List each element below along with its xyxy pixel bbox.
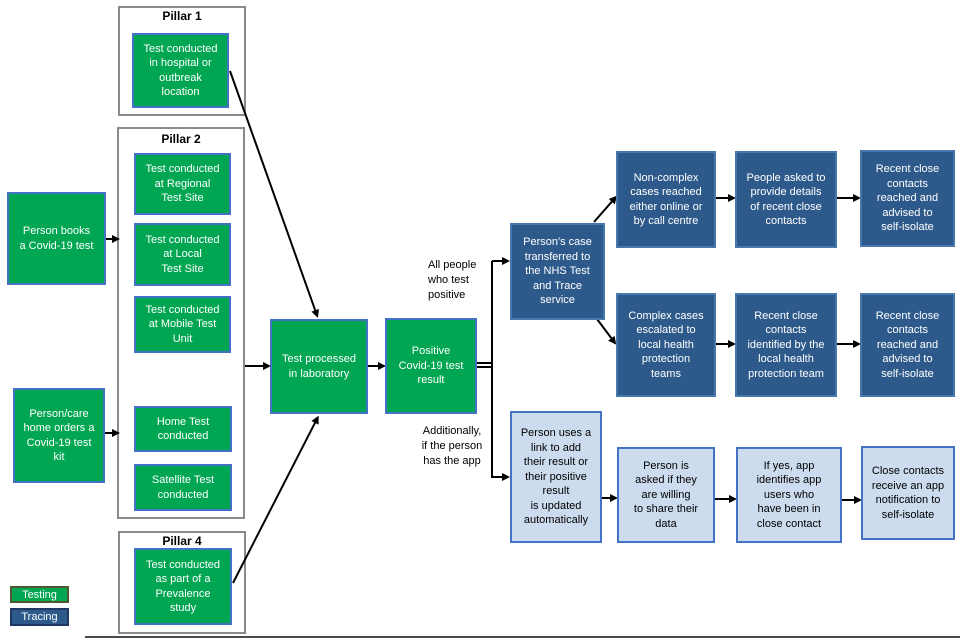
node-pillar2-mobile: Test conducted at Mobile Test Unit [134,296,231,353]
arrow-appidentify-to-appnotify [842,499,860,501]
note-additionally-app: Additionally, if the person has the app [421,425,483,467]
arrow-junction-to-transfer [492,260,508,262]
bottom-rule [85,636,960,638]
pillar2-title: Pillar 2 [161,132,201,146]
node-complex-cases: Complex cases escalated to local health … [616,293,716,397]
arrow-pillar4-to-lab [232,416,319,584]
legend-testing: Testing [10,586,69,603]
arrow-lab-to-positive [368,365,384,367]
arrow-person-books-to-pillar2 [106,238,118,240]
node-pillar2-local: Test conducted at Local Test Site [134,223,231,286]
node-app-link-result: Person uses a link to add their result o… [510,411,602,543]
legend-tracing: Tracing [10,608,69,626]
arrow-transfer-to-complex [596,318,616,344]
node-pillar2-regional: Test conducted at Regional Test Site [134,153,231,215]
node-case-transferred: Person's case transferred to the NHS Tes… [510,223,605,320]
pillar1-title: Pillar 1 [162,9,202,23]
node-person-orders: Person/care home orders a Covid-19 test … [13,388,105,483]
node-app-notification: Close contacts receive an app notificati… [861,446,955,540]
node-contacts-reached-top: Recent close contacts reached and advise… [860,150,955,247]
node-positive-result: Positive Covid-19 test result [385,318,477,414]
arrow-person-orders-to-pillar2 [105,432,118,434]
note-all-people-positive: All people who test positive [428,259,477,301]
arrow-junction-to-app-link [492,476,508,478]
arrow-noncomplex-to-provide [716,197,734,199]
node-app-share-data: Person is asked if they are willing to s… [617,447,715,543]
junction-vertical-line [491,261,493,478]
node-app-identifies-users: If yes, app identifies app users who hav… [736,447,842,543]
node-pillar2-home: Home Test conducted [134,406,232,452]
arrow-provide-to-reached1 [837,197,859,199]
arrow-pillar2-to-lab [245,365,269,367]
arrow-transfer-to-noncomplex [593,196,617,223]
pillar4-title: Pillar 4 [162,534,202,548]
arrow-complex-to-identified [716,343,734,345]
node-contacts-identified: Recent close contacts identified by the … [735,293,837,397]
node-noncomplex-cases: Non-complex cases reached either online … [616,151,716,248]
arrow-identified-to-reached2 [837,343,859,345]
arrow-appshare-to-appidentify [715,498,735,500]
node-pillar1-hospital: Test conducted in hospital or outbreak l… [132,33,229,108]
node-lab: Test processed in laboratory [270,319,368,414]
arrow-applink-to-appshare [602,497,616,499]
double-line-positive-junction [477,362,493,368]
node-person-books: Person books a Covid-19 test [7,192,106,285]
node-provide-details: People asked to provide details of recen… [735,151,837,248]
node-pillar2-satellite: Satellite Test conducted [134,464,232,511]
node-pillar4-prevalence: Test conducted as part of a Prevalence s… [134,548,232,625]
node-contacts-reached-mid: Recent close contacts reached and advise… [860,293,955,397]
